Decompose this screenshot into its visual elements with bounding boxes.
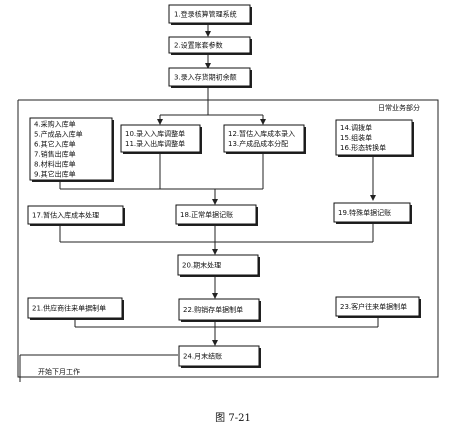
node-20: 20.期末处理 (177, 254, 260, 277)
node-box (333, 202, 411, 223)
node-box (335, 119, 413, 156)
node-text: 4.采购入库单 (34, 120, 76, 129)
node-text: 17.暂估入库成本处理 (32, 211, 99, 220)
node-text: 15.组装单 (340, 133, 372, 142)
node-4: 4.采购入库单5.产成品入库单6.其它入库单7.销售出库单8.材料出库单9.其它… (29, 117, 114, 182)
node-text: 2.设置账套参数 (174, 41, 223, 50)
node-text: 13.产成品成本分配 (228, 139, 288, 148)
daily-business-label: 日常业务部分 (378, 103, 420, 112)
node-box (178, 345, 260, 367)
node-text: 8.材料出库单 (34, 160, 76, 169)
node-box (27, 297, 123, 319)
node-24: 24.月末结账 (178, 345, 261, 368)
node-text: 7.销售出库单 (34, 150, 76, 159)
node-box (120, 124, 201, 153)
node-3: 3.录入存货期初余额 (168, 67, 252, 88)
node-box (168, 4, 251, 24)
node-box (335, 296, 420, 317)
node-text: 9.其它出库单 (34, 170, 76, 179)
node-text: 11.录入出库调整单 (125, 139, 185, 148)
node-box (175, 204, 257, 225)
node-text: 22.购销存单据制单 (183, 305, 243, 314)
node-text: 23.客户往来单据制单 (340, 302, 407, 311)
node-text: 5.产成品入库单 (34, 130, 83, 139)
node-18: 18.正常单据记账 (175, 204, 258, 226)
node-box (29, 117, 113, 181)
node-23: 23.客户往来单据制单 (335, 296, 421, 318)
node-box (168, 36, 251, 54)
node-text: 1.登录核算管理系统 (174, 10, 237, 19)
node-text: 10.录入入库调整单 (125, 129, 185, 138)
node-box (27, 205, 124, 225)
node-text: 21.供应商往来单据制单 (32, 304, 106, 313)
figure-caption: 图 7-21 (215, 412, 251, 424)
node-17: 17.暂估入库成本处理 (27, 205, 125, 226)
node-text: 20.期末处理 (182, 261, 221, 270)
node-box (178, 298, 260, 321)
node-2: 2.设置账套参数 (168, 36, 252, 55)
node-22: 22.购销存单据制单 (178, 298, 261, 322)
node-1: 1.登录核算管理系统 (168, 4, 252, 25)
nodes: 1.登录核算管理系统 2.设置账套参数 3.录入存货期初余额 4.采购入库单5.产成品… (27, 4, 421, 368)
node-text: 6.其它入库单 (34, 140, 76, 149)
node-text: 14.调拨单 (340, 123, 372, 132)
node-box (223, 124, 305, 153)
node-text: 3.录入存货期初余额 (174, 73, 237, 82)
node-box (168, 67, 251, 87)
node-text: 12.暂估入库成本录入 (228, 129, 295, 138)
node-text: 16.形态转换单 (340, 143, 386, 152)
node-box (177, 254, 259, 276)
daily-business-frame (17, 99, 439, 378)
next-month-label: 开始下月工作 (38, 367, 80, 376)
node-text: 18.正常单据记账 (180, 210, 233, 219)
node-19: 19.特殊单据记账 (333, 202, 412, 224)
node-21: 21.供应商往来单据制单 (27, 297, 124, 320)
node-text: 24.月末结账 (183, 352, 222, 361)
edges (19, 23, 379, 382)
node-text: 19.特殊单据记账 (338, 208, 391, 217)
